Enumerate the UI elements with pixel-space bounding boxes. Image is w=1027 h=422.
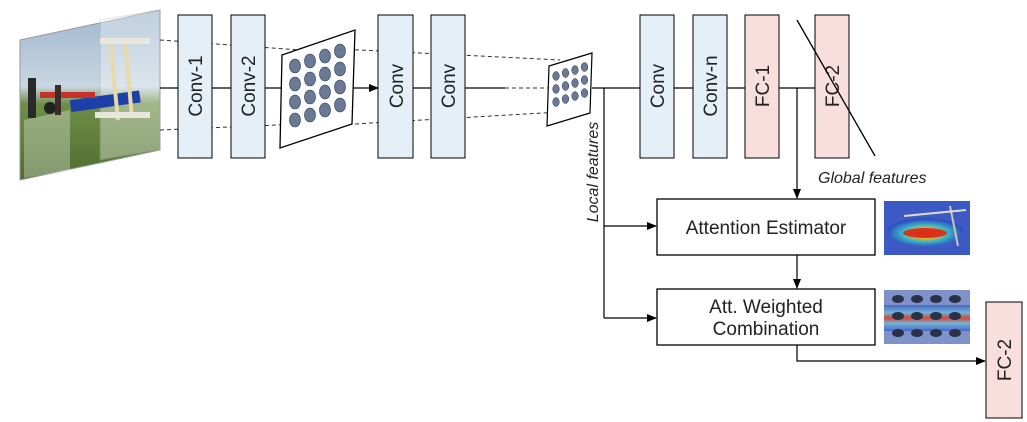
feature-dot	[334, 61, 346, 77]
feature-dot	[289, 94, 301, 110]
conv4-label: Conv	[439, 63, 460, 108]
feature-dot	[289, 112, 301, 128]
feature-dot	[289, 76, 301, 92]
fc1-block: FC-1	[744, 14, 780, 159]
attention-estimator-label: Attention Estimator	[686, 218, 847, 239]
weighted-feature-dot	[892, 312, 904, 320]
feature-dot	[334, 97, 346, 113]
fc2-output-block: FC-2	[985, 301, 1023, 419]
feature-dot	[304, 89, 316, 105]
global-features-label: Global features	[818, 170, 927, 187]
weighted-combination-box: Att. Weighted Combination	[656, 288, 876, 346]
feature-dot	[304, 53, 316, 69]
feature-map-large	[279, 29, 356, 149]
feature-dot	[580, 88, 589, 98]
feature-dot	[319, 84, 331, 100]
feature-dot	[561, 68, 570, 78]
feature-dot	[334, 79, 346, 95]
weighted-combination-line1: Att. Weighted	[709, 297, 823, 318]
conv5-label: Conv	[648, 63, 669, 108]
feature-map-small	[546, 52, 593, 127]
weighted-feature-dot	[892, 329, 904, 337]
feature-dot	[580, 75, 589, 85]
airplane-icon	[28, 38, 150, 121]
strike-line	[796, 19, 876, 157]
feature-dot	[561, 94, 570, 104]
input-image	[19, 9, 161, 181]
weighted-feature-dot	[949, 329, 961, 337]
feature-dot	[552, 71, 560, 81]
conv5-block: Conv	[639, 14, 675, 159]
feature-dot	[304, 107, 316, 123]
attention-estimator-box: Attention Estimator	[656, 198, 876, 256]
feature-dot	[571, 91, 579, 101]
feature-dot	[571, 65, 579, 75]
projection-lines	[159, 39, 561, 131]
conv3-label: Conv	[387, 63, 408, 108]
conv2-block: Conv-2	[230, 14, 266, 159]
weighted-feature-dot	[911, 312, 923, 320]
weighted-feature-dot	[930, 295, 942, 303]
feature-dot	[319, 48, 331, 64]
fc2-output-label: FC-2	[995, 339, 1016, 381]
fc2-struck-block: FC-2	[796, 14, 876, 159]
feature-dot	[304, 71, 316, 87]
feature-dot	[319, 102, 331, 118]
conv1-block: Conv-1	[177, 14, 213, 159]
feature-dot	[580, 62, 589, 72]
weighted-feature-dot	[930, 329, 942, 337]
weighted-feature-dot	[930, 312, 942, 320]
weighted-feature-dot	[949, 312, 961, 320]
feature-dot	[552, 84, 560, 94]
output-arrow	[796, 345, 986, 365]
conv3-block: Conv	[377, 14, 414, 159]
feature-dot	[552, 97, 560, 107]
weighted-feature-dot	[911, 329, 923, 337]
feature-dot	[319, 66, 331, 82]
local-features-label: Local features	[585, 122, 602, 223]
fc1-label: FC-1	[753, 65, 774, 107]
conv2-label: Conv-2	[239, 55, 260, 116]
conv1-label: Conv-1	[186, 55, 207, 116]
weighted-feature-dot	[892, 295, 904, 303]
weighted-combination-line2: Combination	[713, 319, 820, 340]
weighted-map-image	[884, 290, 970, 344]
feature-dot	[289, 58, 301, 74]
feature-dot	[561, 81, 570, 91]
conv4-block: Conv	[430, 14, 466, 159]
weighted-feature-dot	[911, 295, 923, 303]
convn-block: Conv-n	[692, 14, 728, 159]
attention-map-image	[884, 201, 970, 255]
convn-label: Conv-n	[701, 55, 722, 116]
feature-dot	[334, 43, 346, 59]
feature-dot	[571, 78, 579, 88]
weighted-feature-dot	[949, 295, 961, 303]
